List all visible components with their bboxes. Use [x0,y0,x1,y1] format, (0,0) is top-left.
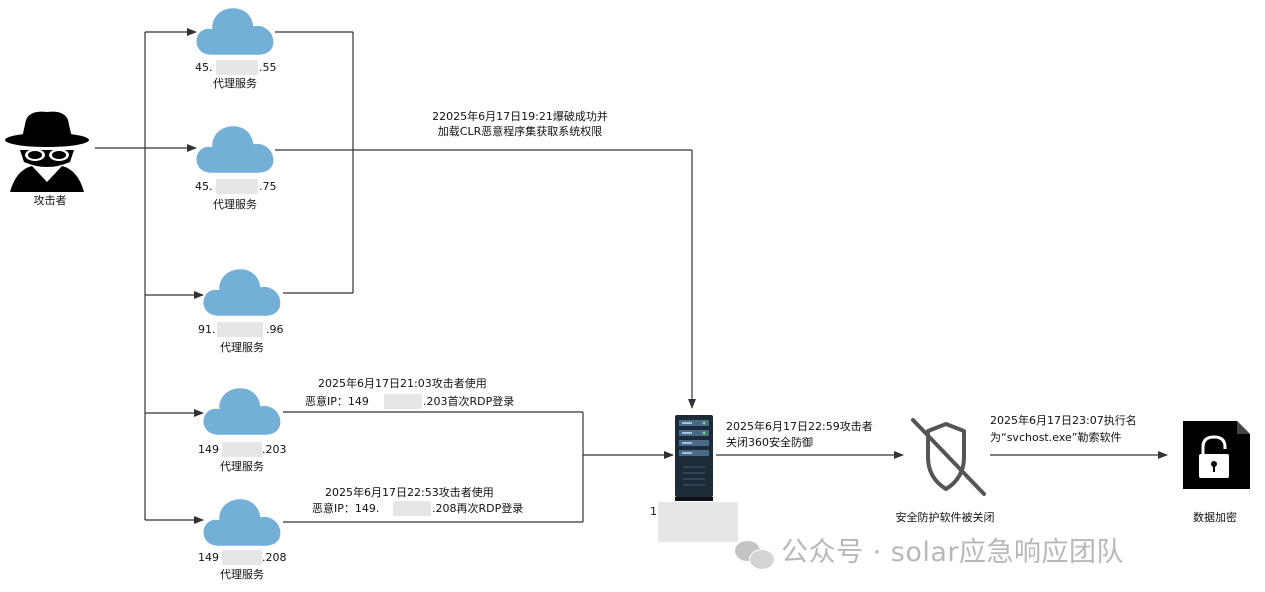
attacker-proxy-connectors [95,28,204,524]
proxy-ip-suffix: .96 [266,323,284,336]
event-rdp2-line2a: 恶意IP：149. [312,502,380,515]
redacted-ip [384,394,422,409]
shield-off-icon [911,418,986,496]
proxy-ip-suffix: .208 [262,551,287,564]
event-rdp2-line2b: .208再次RDP登录 [432,502,524,515]
redacted-ip [216,60,258,75]
proxy-ip-suffix: .55 [259,61,277,74]
proxy-label: 代理服务 [213,198,257,211]
event-disable-av-line1: 2025年6月17日22:59攻击者 [726,420,873,433]
proxy-label: 代理服务 [220,460,264,473]
proxy-ip-prefix: 149 [198,443,219,456]
rdp-paths [283,411,674,523]
watermark: 公众号 · solar应急响应团队 [735,530,1124,570]
encrypted-file-icon [1183,421,1250,489]
event-bruteforce-line2: 加载CLR恶意程序集获取系统权限 [437,125,603,138]
bruteforce-path [275,31,696,409]
server-ip-prefix: 1 [650,505,657,518]
proxy-cloud-icon [203,388,281,435]
proxy-cloud-icon [196,8,274,55]
event-bruteforce-line1: 22025年6月17日19:21爆破成功并 [432,110,608,123]
attacker-spy-icon [0,105,93,193]
encrypted-label: 数据加密 [1193,511,1237,524]
attacker-label: 攻击者 [33,194,67,207]
proxy-ip-suffix: .75 [259,180,277,193]
proxy-cloud-icon [203,269,281,316]
redacted-ip [222,442,262,457]
proxy-ip-prefix: 45. [195,180,213,193]
victim-server-icon [675,415,713,501]
proxy-label: 代理服务 [220,568,264,581]
event-rdp2-line1: 2025年6月17日22:53攻击者使用 [325,486,494,499]
proxy-cloud-icon [196,126,274,173]
redacted-ip [658,502,738,542]
proxy-label: 代理服务 [213,77,257,90]
security-label: 安全防护软件被关闭 [895,511,995,524]
event-ransom-line2: 为“svchost.exe”勒索软件 [990,431,1122,444]
proxy-ip-prefix: 45. [195,61,213,74]
redacted-ip [393,501,431,516]
event-disable-av-line2: 关闭360安全防御 [726,436,813,449]
wechat-icon [735,539,775,570]
proxy-cloud-icon [203,499,281,546]
proxy-ip-prefix: 149 [198,551,219,564]
redacted-ip [216,179,258,194]
event-ransom-line1: 2025年6月17日23:07执行名 [990,414,1137,427]
proxy-ip-prefix: 91. [198,323,216,336]
event-rdp1-line2a: 恶意IP：149 [305,395,369,408]
redacted-ip [222,550,262,565]
redacted-ip [217,322,263,337]
proxy-ip-suffix: .203 [262,443,287,456]
watermark-text: 公众号 · solar应急响应团队 [781,537,1124,568]
proxy-label: 代理服务 [220,341,264,354]
event-rdp1-line2b: .203首次RDP登录 [423,395,515,408]
event-rdp1-line1: 2025年6月17日21:03攻击者使用 [318,377,487,390]
